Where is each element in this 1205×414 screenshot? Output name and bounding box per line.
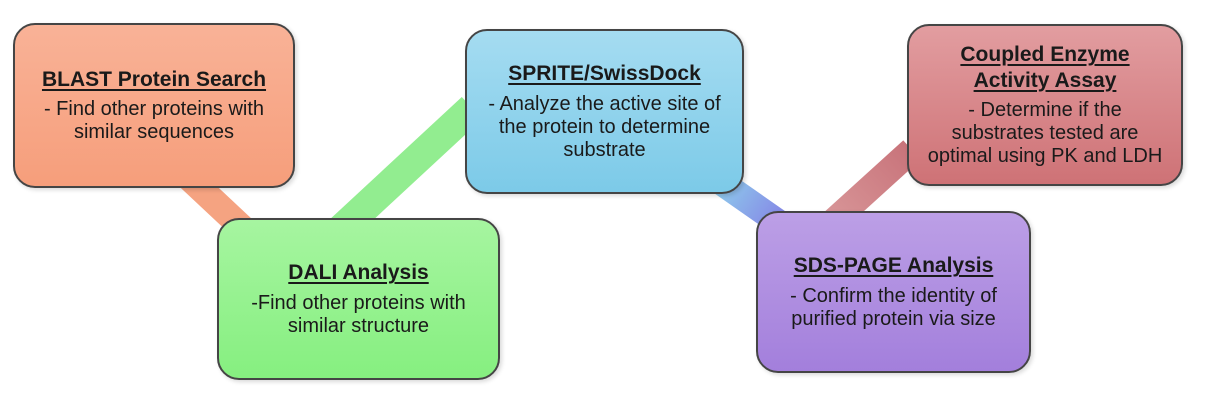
node-body: - Analyze the active site of the protein… xyxy=(488,92,721,161)
node-title: SDS-PAGE Analysis xyxy=(793,254,994,278)
node-title: DALI Analysis xyxy=(288,261,429,285)
node-title: BLAST Protein Search xyxy=(41,67,267,91)
node-sprite-swissdock: SPRITE/SwissDock - Analyze the active si… xyxy=(465,29,744,194)
node-title: SPRITE/SwissDock xyxy=(508,62,701,86)
node-body: - Find other proteins with similar seque… xyxy=(43,98,265,144)
connector-dali-to-sprite xyxy=(324,96,483,247)
node-coupled-enzyme-activity-assay: Coupled Enzyme Activity Assay - Determin… xyxy=(907,24,1183,186)
node-body: - Confirm the identity of purified prote… xyxy=(790,284,997,330)
node-blast-protein-search: BLAST Protein Search - Find other protei… xyxy=(13,23,295,188)
node-title: Coupled Enzyme Activity Assay xyxy=(960,43,1130,92)
node-dali-analysis: DALI Analysis -Find other proteins with … xyxy=(217,218,500,380)
node-body: - Determine if the substrates tested are… xyxy=(927,98,1163,167)
node-sds-page-analysis: SDS-PAGE Analysis - Confirm the identity… xyxy=(756,211,1031,373)
node-body: -Find other proteins with similar struct… xyxy=(251,291,466,337)
